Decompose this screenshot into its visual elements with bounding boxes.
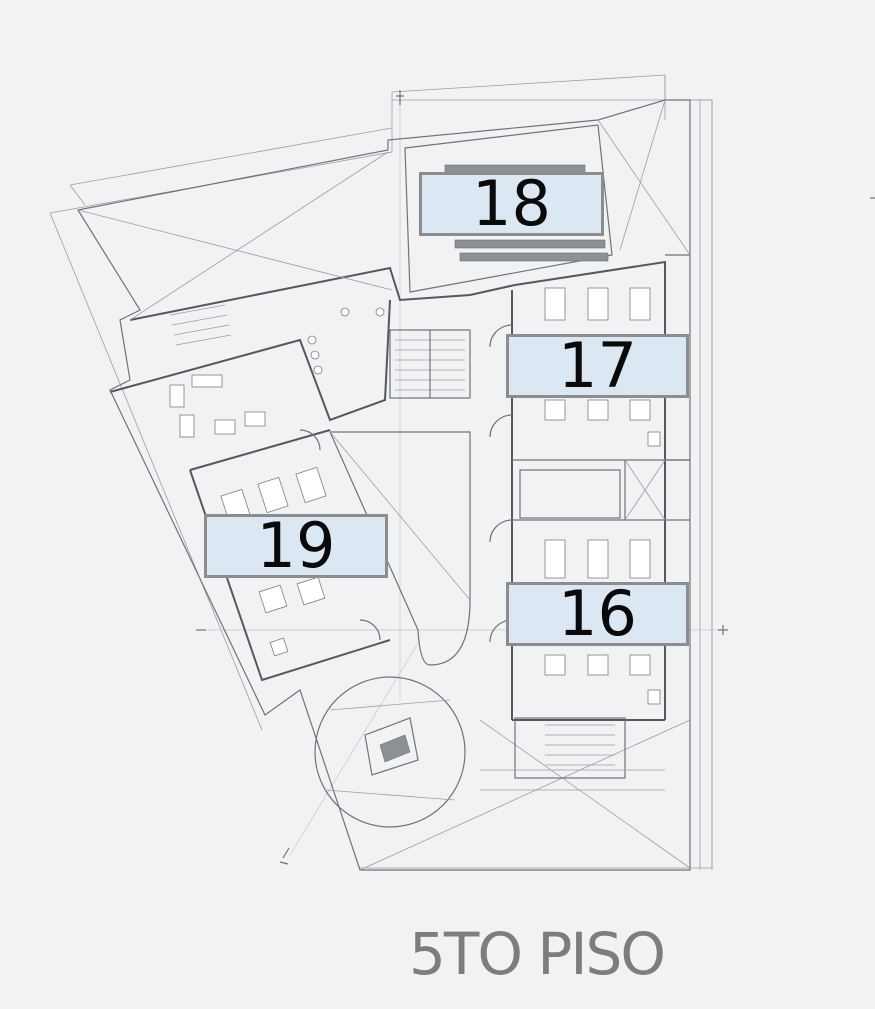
central-stair [389, 329, 471, 399]
room-label-18[interactable]: 18 [419, 172, 604, 236]
classroom-desks [519, 287, 661, 705]
lower-stair [480, 717, 665, 791]
room-label-17[interactable]: 17 [506, 334, 689, 398]
room-label-19[interactable]: 19 [204, 514, 388, 578]
void-crosses [77, 99, 691, 871]
door-swings [299, 324, 513, 643]
office-furniture [169, 304, 385, 438]
floor-title: 5TO PISO [409, 920, 666, 988]
room-label-16[interactable]: 16 [506, 582, 689, 646]
atrium [329, 431, 471, 666]
section-markers [196, 90, 875, 865]
circular-stair [314, 676, 466, 828]
